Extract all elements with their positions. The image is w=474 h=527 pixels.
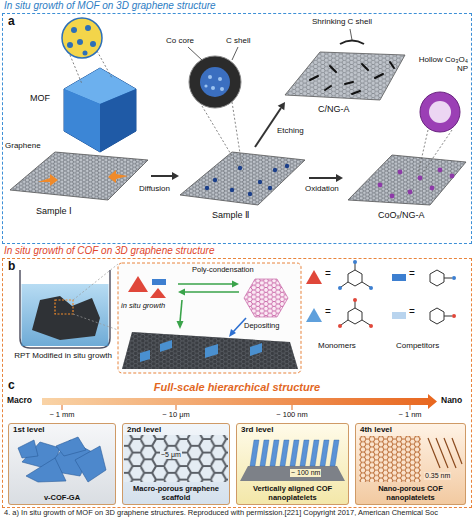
level-caption: v-COF-GA [11, 493, 113, 502]
level-heading: 3rd level [241, 425, 273, 434]
figure-label: ~ 10 μm [162, 411, 189, 420]
panel-letter: c [8, 379, 15, 393]
figure-label: Poly-condensation [192, 266, 254, 275]
level-box: 2nd levelMacro-porous graphene scaffold [122, 423, 230, 505]
figure-label: Sample Ⅰ [36, 206, 72, 216]
figure-label: Etching [277, 126, 304, 135]
figure-label: C/NG-A [318, 104, 350, 114]
figure-label: Full-scale hierarchical structure [154, 381, 320, 394]
figure-label: Co core [166, 36, 194, 45]
figure-label: MOF [30, 93, 50, 103]
figure-label: Competitors [396, 341, 439, 350]
panel-letter: a [8, 15, 15, 29]
figure-label: 0.35 nm [424, 472, 451, 480]
level-box: 4th levelNano-porous COF nanoplatelets [355, 423, 466, 505]
panel-heading: In situ growth of COF on 3D graphene str… [4, 245, 214, 257]
figure-label: = [409, 306, 415, 318]
figure-label: Oxidation [305, 184, 339, 193]
level-caption: Nano-porous COF nanoplatelets [358, 484, 463, 502]
figure-label: CoOₓ/NG-A [378, 210, 424, 220]
level-heading: 4th level [360, 425, 392, 434]
level-heading: 1st level [13, 425, 45, 434]
figure-label: RPT Modified in situ growth [10, 351, 116, 360]
level-heading: 2nd level [127, 425, 161, 434]
level-caption: Vertically aligned COF nanoplatelets [239, 484, 346, 502]
panel-box: In situ growth of MOF on 3D graphene str… [2, 13, 472, 244]
level-caption: Macro-porous graphene scaffold [125, 484, 227, 502]
figure-label: = [325, 268, 331, 280]
panel-letter: b [8, 260, 15, 274]
figure-label: = [409, 268, 415, 280]
figure-label: Nano [441, 396, 462, 406]
figure-label: ~ 100 nm [290, 469, 321, 477]
figure-label: ~ 100 nm [276, 411, 307, 420]
panel-heading: In situ growth of MOF on 3D graphene str… [4, 0, 216, 12]
figure-label: Monomers [318, 341, 356, 350]
figure-label: Graphene [5, 141, 41, 150]
figure-label: Macro [7, 396, 32, 406]
figure-label: Hollow Co₃O₄ NP [410, 55, 468, 73]
figure-label: Depositing [244, 322, 279, 331]
figure-label: ~ 1 nm [398, 411, 421, 420]
figure-label: Shrinking C shell [312, 17, 372, 26]
figure-label: C shell [226, 36, 250, 45]
level-box: 3rd levelVertically aligned COF nanoplat… [236, 423, 349, 505]
figure-label: Sample Ⅱ [212, 210, 249, 220]
figure-label: in situ growth [121, 302, 165, 311]
figure-label: Diffusion [139, 184, 170, 193]
figure-label: ~5 μm [160, 451, 182, 459]
figure-label: ~ 1 mm [49, 411, 74, 420]
figure-caption: 4. a) In situ growth of MOF on 3D graphe… [4, 509, 470, 518]
figure-label: = [325, 306, 331, 318]
level-box: 1st level v-COF-GA [8, 423, 116, 505]
